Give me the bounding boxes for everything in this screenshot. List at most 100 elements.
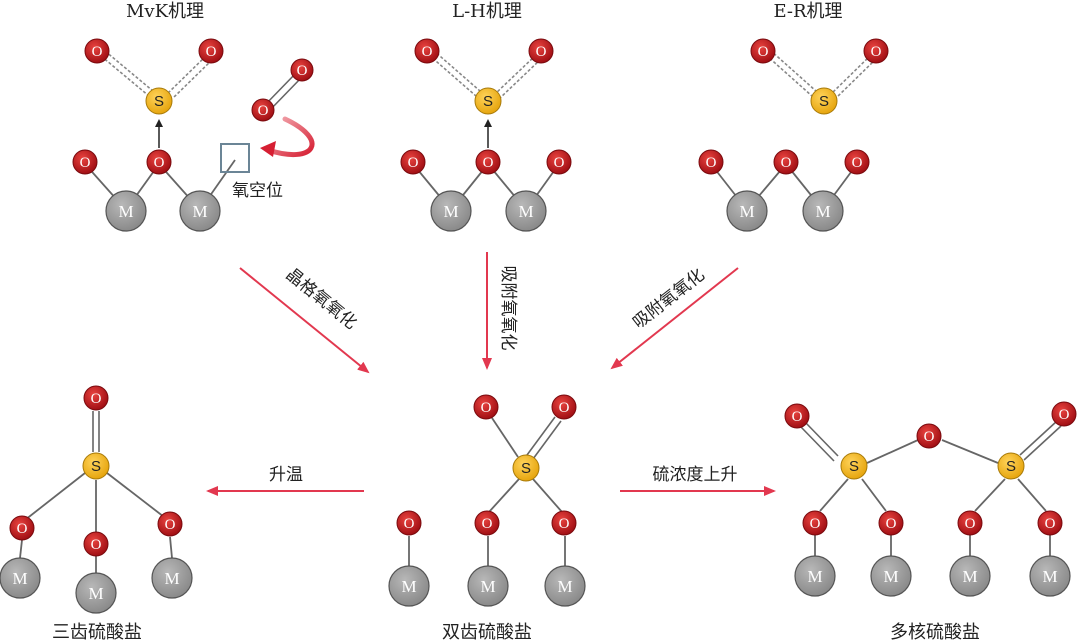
er-title: E-R机理	[773, 1, 842, 22]
oxygen-atom: O	[157, 511, 183, 537]
oxygen-atom: O	[528, 38, 554, 64]
svg-text:O: O	[92, 44, 103, 60]
svg-text:O: O	[17, 521, 28, 537]
svg-text:S: S	[819, 93, 829, 110]
svg-text:O: O	[886, 516, 897, 532]
metal-atom: M	[505, 190, 547, 232]
sulfur-atom: S	[512, 454, 540, 482]
svg-text:M: M	[518, 202, 533, 221]
svg-text:O: O	[792, 409, 803, 425]
svg-text:O: O	[758, 44, 769, 60]
svg-text:O: O	[965, 516, 976, 532]
metal-atom: M	[179, 190, 221, 232]
svg-text:O: O	[1045, 516, 1056, 532]
mvk-title: MvK机理	[126, 1, 204, 22]
mvk-structure: O O S O O O O M M 氧空位	[72, 38, 315, 232]
adsorbed-oxidation-label-mid: 吸附氧氧化	[498, 266, 518, 351]
oxygen-atom: O	[473, 394, 499, 420]
svg-text:O: O	[781, 155, 792, 171]
metal-atom: M	[430, 190, 472, 232]
oxygen-atom: O	[773, 149, 799, 175]
bidentate-label: 双齿硫酸盐	[442, 622, 532, 643]
svg-text:O: O	[422, 44, 433, 60]
svg-text:S: S	[849, 458, 859, 475]
oxygen-atom: O	[251, 98, 275, 122]
svg-text:O: O	[559, 516, 570, 532]
svg-text:M: M	[815, 202, 830, 221]
svg-text:S: S	[1006, 458, 1016, 475]
metal-atom: M	[949, 555, 991, 597]
sulfur-atom: S	[82, 452, 110, 480]
oxygen-atom: O	[844, 149, 870, 175]
oxygen-vacancy-square	[220, 143, 250, 173]
oxygen-atom: O	[698, 149, 724, 175]
svg-text:M: M	[118, 202, 133, 221]
metal-atom: M	[75, 572, 117, 614]
svg-text:M: M	[962, 567, 977, 586]
lattice-oxidation-label: 晶格氧氧化	[282, 265, 361, 334]
sulfur-atom: S	[810, 87, 838, 115]
oxygen-atom: O	[784, 403, 810, 429]
svg-text:M: M	[807, 567, 822, 586]
metal-atom: M	[802, 190, 844, 232]
svg-text:O: O	[297, 63, 308, 79]
metal-atom: M	[105, 190, 147, 232]
svg-text:M: M	[480, 577, 495, 596]
adsorbed-oxidation-arrow-right	[610, 267, 739, 370]
svg-text:O: O	[536, 44, 547, 60]
svg-text:O: O	[165, 517, 176, 533]
oxygen-atom: O	[9, 515, 35, 541]
svg-text:M: M	[739, 202, 754, 221]
oxygen-atom: O	[414, 38, 440, 64]
oxygen-atom: O	[957, 510, 983, 536]
oxygen-atom: O	[84, 38, 110, 64]
svg-text:O: O	[154, 155, 165, 171]
svg-text:M: M	[557, 577, 572, 596]
svg-text:M: M	[443, 202, 458, 221]
svg-text:O: O	[482, 516, 493, 532]
svg-text:O: O	[258, 103, 269, 119]
bidentate-sulfate-structure: O O S O O O M M M	[388, 394, 586, 607]
oxygen-atom: O	[72, 149, 98, 175]
heating-label: 升温	[269, 465, 303, 485]
oxygen-atom: O	[916, 423, 942, 449]
svg-text:O: O	[481, 400, 492, 416]
oxygen-atom: O	[1051, 401, 1077, 427]
sulfur-atom: S	[997, 452, 1025, 480]
svg-text:M: M	[164, 569, 179, 588]
svg-text:O: O	[206, 44, 217, 60]
metal-atom: M	[0, 557, 41, 599]
metal-atom: M	[467, 565, 509, 607]
metal-atom: M	[870, 555, 912, 597]
oxygen-atom: O	[802, 510, 828, 536]
svg-text:S: S	[154, 93, 164, 110]
svg-text:O: O	[554, 155, 565, 171]
svg-text:O: O	[1059, 407, 1070, 423]
polynuclear-label: 多核硫酸盐	[890, 622, 980, 643]
oxygen-atom: O	[1037, 510, 1063, 536]
oxygen-atom: O	[146, 149, 172, 175]
lattice-oxidation-arrow	[239, 267, 370, 374]
svg-text:M: M	[88, 584, 103, 603]
svg-text:M: M	[192, 202, 207, 221]
svg-text:M: M	[12, 569, 27, 588]
lh-structure: O O S O O O M M	[400, 38, 572, 232]
svg-text:O: O	[91, 391, 102, 407]
oxygen-atom: O	[474, 510, 500, 536]
svg-text:S: S	[483, 93, 493, 110]
oxygen-atom: O	[83, 385, 109, 411]
svg-text:S: S	[91, 458, 101, 475]
svg-text:O: O	[408, 155, 419, 171]
metal-atom: M	[388, 565, 430, 607]
sulfur-atom: S	[840, 452, 868, 480]
oxygen-atom: O	[750, 38, 776, 64]
sulfur-increase-label: 硫浓度上升	[653, 465, 738, 485]
svg-text:O: O	[80, 155, 91, 171]
svg-text:M: M	[1042, 567, 1057, 586]
svg-text:M: M	[401, 577, 416, 596]
oxygen-atom: O	[878, 510, 904, 536]
svg-text:O: O	[559, 400, 570, 416]
polynuclear-sulfate-structure: O O O S S O O O O M M M M	[784, 401, 1077, 597]
svg-text:O: O	[91, 537, 102, 553]
svg-text:O: O	[706, 155, 717, 171]
